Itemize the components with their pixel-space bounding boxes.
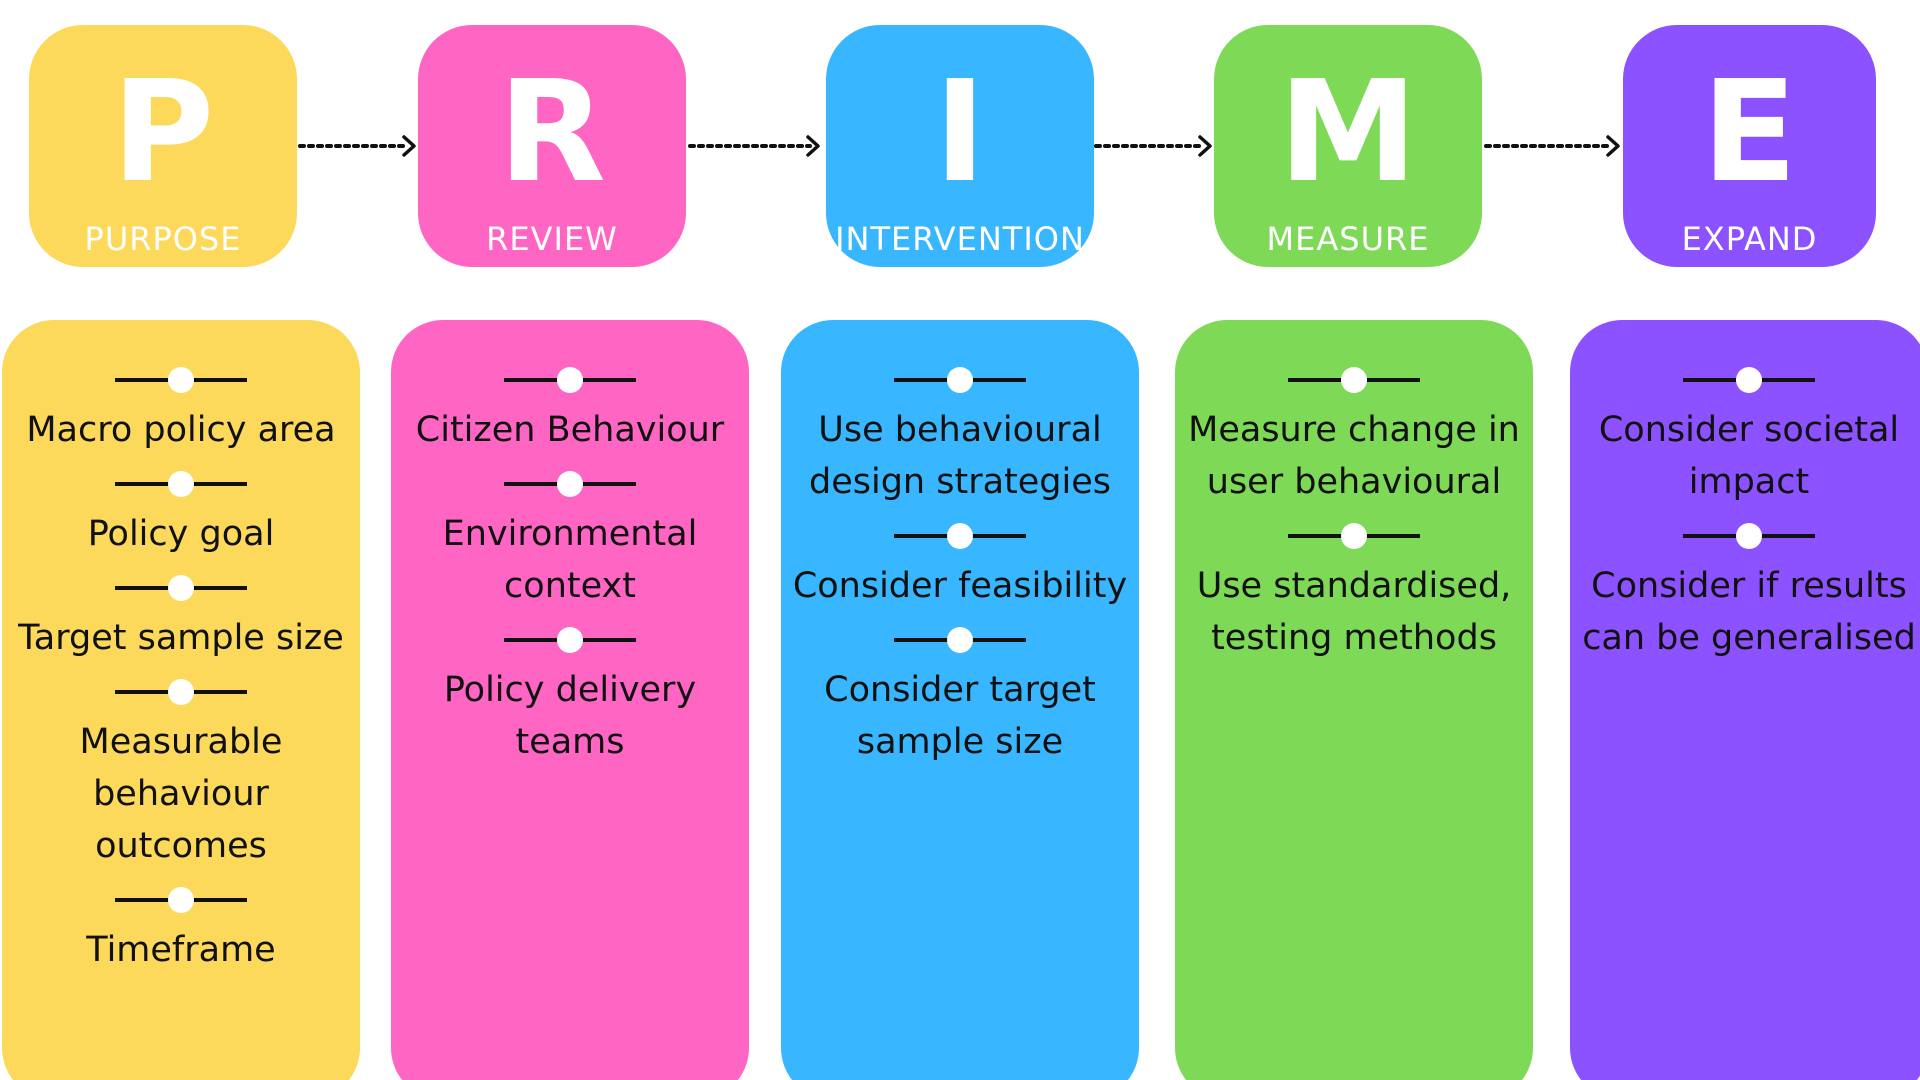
- card-item: Measure change in user behavioural: [1188, 410, 1520, 502]
- separator-dot-icon: [1288, 366, 1420, 394]
- card-item: Citizen Behaviour: [415, 410, 725, 450]
- intervention-label: INTERVENTION: [835, 220, 1085, 258]
- purpose-letter: P: [111, 51, 215, 214]
- separator-dot-icon: [504, 470, 636, 498]
- separator-dot-icon: [1288, 522, 1420, 550]
- separator-dot-icon: [894, 522, 1026, 550]
- expand-letter: E: [1701, 51, 1798, 214]
- separator-dot-icon: [894, 626, 1026, 654]
- card-item: Timeframe: [86, 930, 276, 970]
- purpose-label: PURPOSE: [84, 220, 242, 258]
- review-tile: R REVIEW: [418, 25, 686, 267]
- card-item: Macro policy area: [26, 410, 336, 450]
- card-item: Consider feasibility: [792, 566, 1128, 606]
- card-item: Environmental context: [442, 514, 698, 606]
- intervention-tile: I INTERVENTION: [826, 25, 1094, 267]
- card-item: Measurable behaviour outcomes: [79, 722, 283, 866]
- card-item: Target sample size: [18, 618, 344, 658]
- separator-dot-icon: [894, 366, 1026, 394]
- measure-label: MEASURE: [1266, 220, 1430, 258]
- separator-dot-icon: [115, 366, 247, 394]
- card-item: Consider target sample size: [824, 670, 1096, 762]
- arrow-purpose-to-review: [298, 133, 418, 159]
- separator-dot-icon: [115, 574, 247, 602]
- arrow-intervention-to-measure: [1094, 133, 1214, 159]
- separator-dot-icon: [115, 470, 247, 498]
- separator-dot-icon: [1683, 522, 1815, 550]
- separator-dot-icon: [115, 886, 247, 914]
- separator-dot-icon: [115, 678, 247, 706]
- card-item: Policy delivery teams: [443, 670, 697, 762]
- card-item: Policy goal: [87, 514, 275, 554]
- review-label: REVIEW: [486, 220, 618, 258]
- intervention-letter: I: [933, 51, 987, 214]
- measure-tile: M MEASURE: [1214, 25, 1482, 267]
- review-letter: R: [498, 51, 606, 214]
- purpose-tile: P PURPOSE: [29, 25, 297, 267]
- card-item: Use standardised, testing methods: [1196, 566, 1512, 658]
- separator-dot-icon: [504, 626, 636, 654]
- card-item: Use behavioural design strategies: [809, 410, 1111, 502]
- arrow-measure-to-expand: [1484, 133, 1622, 159]
- separator-dot-icon: [1683, 366, 1815, 394]
- expand-tile: E EXPAND: [1623, 25, 1876, 267]
- measure-letter: M: [1278, 51, 1418, 214]
- card-item: Consider if results can be generalised: [1582, 566, 1916, 658]
- arrow-review-to-intervention: [688, 133, 822, 159]
- expand-label: EXPAND: [1681, 220, 1818, 258]
- card-item: Consider societal impact: [1598, 410, 1900, 502]
- separator-dot-icon: [504, 366, 636, 394]
